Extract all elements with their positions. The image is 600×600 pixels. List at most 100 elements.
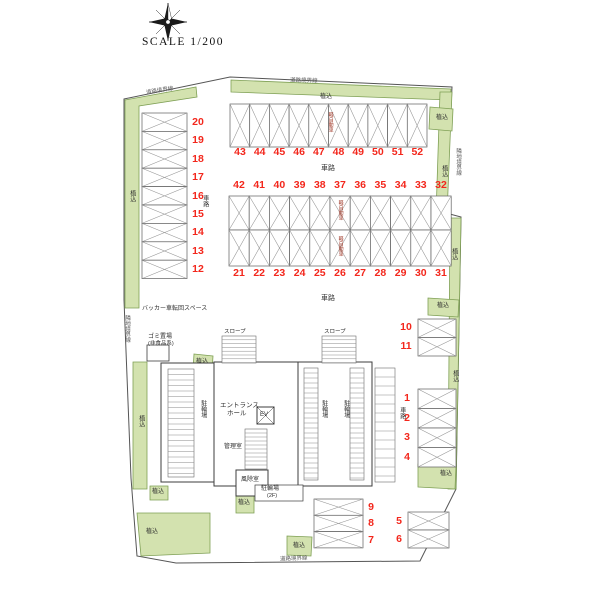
kei-car-label: 軽自動車 [337,236,344,256]
stall-number-50: 50 [372,145,384,158]
stall-number-11: 11 [400,339,412,352]
bike-parking-2f-label: 駐輪場 [261,486,280,492]
planting-area [124,86,198,309]
planting-label: 植込 [128,190,135,202]
rack-area [321,335,357,364]
entrance-hall-label: エントランス [220,402,259,409]
planting-label: 植込 [238,500,251,506]
rack-area [374,367,396,483]
scale-label: SCALE 1/200 [142,36,224,48]
rack-area [303,367,319,481]
stall-number-38: 38 [313,178,326,191]
stall-number-34: 34 [394,178,407,191]
rack-area [349,367,365,481]
planting-label: 植込 [146,529,159,535]
stall-number-4: 4 [404,450,410,463]
boundary-label: 隣地境界線 [124,315,131,343]
stall-number-47: 47 [312,145,325,158]
parking-stalls [141,103,457,549]
planting-label: 植込 [137,415,144,427]
stall-number-22: 22 [253,266,266,279]
stall-number-52: 52 [411,145,424,158]
planting-label: 植込 [293,543,306,549]
stall-number-27: 27 [354,266,367,279]
stall-number-25: 25 [313,266,326,279]
planting-label: 植込 [436,115,449,121]
stall-number-8: 8 [368,517,374,530]
boundary-label: 隣地境界線 [455,148,462,176]
elevator-x [256,406,275,425]
planting-label: 植込 [196,359,209,365]
planting-label: 植込 [320,94,333,100]
stall-number-24: 24 [293,266,306,279]
stall-number-18: 18 [192,152,204,165]
entrance-hall-label2: ホール [227,410,247,417]
boundary-label: 道路境界線 [279,555,308,563]
stall-number-2: 2 [404,411,410,424]
stall-number-15: 15 [192,208,204,220]
stall-number-12: 12 [192,263,204,276]
bike-parking-label: 駐輪場 [199,400,206,418]
planting-area [132,361,148,490]
stall-number-30: 30 [414,266,427,279]
stall-number-43: 43 [234,145,246,158]
stall-number-45: 45 [273,145,286,158]
stall-number-1: 1 [404,392,410,404]
boundary-label: 道路境界線 [289,77,318,85]
stall-number-7: 7 [368,533,374,546]
garbage-sub-label: (非食品系) [148,341,174,347]
windbreak-room-label: 風除室 [241,477,260,483]
planting-label: 植込 [451,370,458,382]
bike-parking-2f-floor: (2F) [267,493,278,499]
planting-label: 植込 [450,248,457,260]
planting-label: 植込 [437,303,450,309]
stall-number-9: 9 [368,501,374,513]
stall-number-14: 14 [192,226,204,239]
elevator-label: EV [260,412,269,418]
rack-area [167,368,195,478]
stall-number-13: 13 [192,244,204,257]
stall-number-39: 39 [293,178,306,191]
planting-label: 植込 [440,471,453,477]
stall-number-20: 20 [192,116,204,128]
planting-area [286,535,313,557]
stall-number-35: 35 [374,178,387,191]
rack-area [221,335,257,364]
stall-number-10: 10 [400,321,412,333]
stall-number-5: 5 [396,514,402,527]
bike-parking-2f-room [254,484,304,502]
stall-number-44: 44 [253,145,266,158]
stall-number-16: 16 [192,189,204,202]
planting-area [136,512,211,557]
bike-parking-label: 駐輪場 [342,400,349,418]
stall-number-6: 6 [396,532,402,545]
stall-number-49: 49 [352,145,365,158]
stall-number-3: 3 [404,431,410,443]
planting-area [428,106,454,132]
stall-number-41: 41 [253,178,266,191]
planting-label: 植込 [440,165,447,177]
stall-number-48: 48 [332,145,345,158]
driveway-label: 車路 [201,195,208,207]
stall-number-33: 33 [414,178,427,191]
stall-number-23: 23 [273,266,286,279]
planting-label: 植込 [152,489,165,495]
stall-number-42: 42 [233,178,245,191]
stall-number-21: 21 [233,266,245,279]
stall-number-46: 46 [293,145,305,158]
compass-icon [149,2,187,41]
garbage-room [146,344,170,362]
stall-number-19: 19 [192,134,204,147]
stall-number-40: 40 [273,178,286,191]
kei-car-label: 軽自動車 [337,200,344,220]
stall-number-28: 28 [374,266,387,279]
garbage-label: ゴミ置場 [148,334,173,340]
planting-area [427,297,460,318]
stall-number-29: 29 [394,266,407,279]
stall-number-36: 36 [354,178,367,191]
packer-turnaround-label: バッカー車転回スペース [142,306,208,312]
stall-number-26: 26 [334,266,346,279]
planting-area [149,485,169,501]
